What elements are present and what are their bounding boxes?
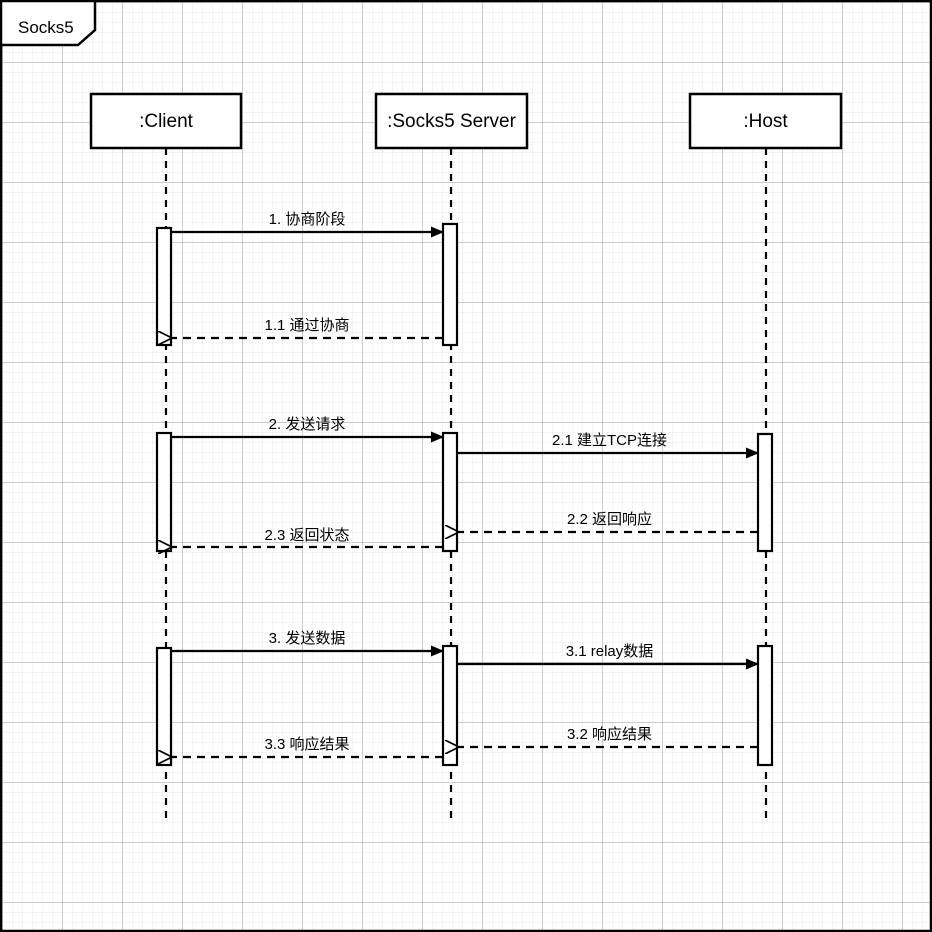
frame-label: Socks5 — [18, 18, 74, 37]
lifeline-head-boxes — [89, 92, 843, 150]
activation-bar — [155, 226, 173, 347]
message-label-m2_2[interactable]: 2.2 返回响应 — [566, 511, 653, 528]
message-arrows — [171, 226, 759, 757]
message-label-m2[interactable]: 2. 发送请求 — [268, 416, 346, 433]
lifeline-lines — [164, 148, 768, 820]
message-label-m2_3[interactable]: 2.3 返回状态 — [264, 527, 350, 544]
activation-bar — [756, 432, 774, 553]
activation-bar — [441, 222, 459, 347]
message-label-m1_1[interactable]: 1.1 通过协商 — [264, 317, 350, 334]
lifeline-label-host[interactable]: :Host — [743, 111, 788, 132]
lifeline-box-client — [89, 92, 243, 150]
activation-bar — [441, 431, 459, 553]
lifeline-box-server — [374, 92, 529, 150]
lifeline-box-host — [688, 92, 843, 150]
lifeline-label-server[interactable]: :Socks5 Server — [387, 111, 516, 132]
message-label-m3_3[interactable]: 3.3 响应结果 — [264, 736, 350, 753]
lifeline-label-client[interactable]: :Client — [139, 111, 193, 132]
activation-bar — [155, 646, 173, 767]
activation-bars — [155, 222, 774, 767]
message-label-m1[interactable]: 1. 协商阶段 — [268, 211, 346, 228]
activation-bar — [441, 644, 459, 767]
message-label-m3_1[interactable]: 3.1 relay数据 — [565, 643, 654, 660]
message-label-m3[interactable]: 3. 发送数据 — [268, 630, 346, 647]
message-label-m2_1[interactable]: 2.1 建立TCP连接 — [551, 432, 668, 449]
activation-bar — [756, 644, 774, 767]
frame-name-tab — [0, 0, 97, 47]
message-label-m3_2[interactable]: 3.2 响应结果 — [566, 726, 653, 743]
